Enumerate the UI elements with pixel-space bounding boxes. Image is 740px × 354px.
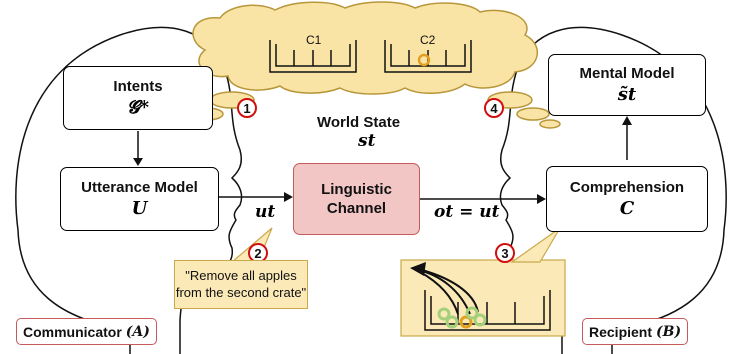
apple-1 bbox=[437, 307, 451, 321]
linguistic-channel-box: Linguistic Channel bbox=[293, 163, 420, 235]
communicator-label: Communicator (A) bbox=[16, 318, 157, 345]
intents-box: Intents 𝓖* bbox=[63, 66, 213, 130]
utterance-model-box: Utterance Model U bbox=[60, 167, 219, 231]
channel-line-2: Channel bbox=[326, 200, 387, 217]
utterance-edge-label: ut bbox=[255, 202, 276, 222]
intents-symbol: 𝓖* bbox=[126, 97, 150, 118]
communicator-symbol: (A) bbox=[125, 323, 150, 340]
mental-model-symbol: s̃t bbox=[617, 84, 637, 105]
arrowhead-utterance-to-channel bbox=[284, 192, 293, 202]
step-4-badge: 4 bbox=[484, 98, 504, 118]
channel-line-1: Linguistic bbox=[321, 181, 392, 198]
utterance-quote-line-2: from the second crate" bbox=[175, 285, 307, 300]
cloud-tail-right-2 bbox=[516, 107, 550, 121]
comprehension-symbol: C bbox=[619, 198, 635, 219]
apple-3 bbox=[459, 315, 473, 329]
utterance-model-symbol: U bbox=[131, 198, 148, 219]
comprehension-box: Comprehension C bbox=[546, 166, 708, 232]
recipient-text: Recipient bbox=[589, 323, 653, 340]
removal-arrow-2 bbox=[419, 271, 459, 315]
world-state-symbol: st bbox=[358, 131, 376, 151]
step-3-badge: 3 bbox=[495, 243, 515, 263]
removal-arrow-3 bbox=[421, 269, 479, 313]
crate-c2 bbox=[384, 40, 472, 73]
world-state-cloud bbox=[192, 1, 539, 95]
mental-model-box: Mental Model s̃t bbox=[548, 54, 706, 116]
intents-title: Intents bbox=[113, 78, 163, 95]
utterance-quote-line-1: "Remove all apples bbox=[185, 268, 297, 283]
comprehension-title: Comprehension bbox=[569, 179, 685, 196]
mental-model-title: Mental Model bbox=[579, 65, 675, 82]
recipient-label: Recipient (B) bbox=[582, 318, 689, 345]
recipient-symbol: (B) bbox=[656, 323, 682, 340]
arrowhead-channel-to-comprehension bbox=[537, 194, 546, 204]
apple-in-crate bbox=[417, 53, 431, 67]
communicator-text: Communicator bbox=[23, 323, 122, 340]
observation-edge-label: ot = ut bbox=[434, 202, 500, 222]
utterance-quote: "Remove all apples from the second crate… bbox=[174, 260, 308, 309]
crate-c2-label: C2 bbox=[420, 33, 436, 47]
crate-c1 bbox=[269, 40, 357, 73]
apple-5 bbox=[473, 313, 487, 327]
apple-4 bbox=[465, 306, 479, 320]
removal-arrowhead bbox=[410, 262, 426, 276]
arrowhead-comprehension-to-mental bbox=[622, 116, 632, 125]
crate-c1-label: C1 bbox=[306, 33, 322, 47]
comprehension-callout-pointer bbox=[510, 227, 561, 263]
communicator-head-outline bbox=[15, 26, 243, 354]
arrowhead-intents-to-utterance bbox=[133, 158, 143, 166]
step-1-badge: 1 bbox=[237, 98, 257, 118]
world-state-label: World State bbox=[317, 114, 401, 131]
cloud-tail-right-3 bbox=[539, 119, 561, 129]
apple-2 bbox=[445, 315, 459, 329]
utterance-model-title: Utterance Model bbox=[81, 179, 198, 196]
